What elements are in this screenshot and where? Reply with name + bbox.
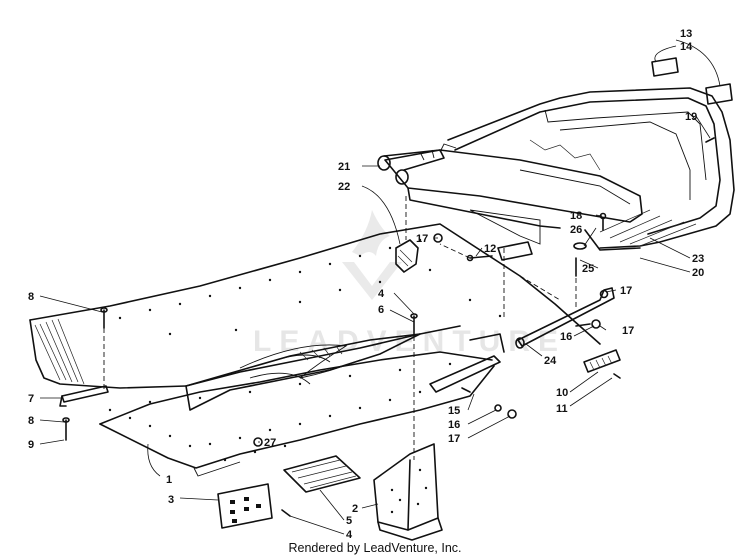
callout-4-lower: 4 [346, 529, 353, 541]
rear-tube [515, 287, 615, 349]
reflector-13-14 [651, 57, 733, 105]
callout-19: 19 [685, 111, 697, 123]
callout-1: 1 [166, 474, 172, 486]
callout-18: 18 [570, 210, 582, 222]
callout-11: 11 [556, 403, 568, 415]
callout-17-upper: 17 [416, 233, 428, 245]
callout-8-lower: 8 [28, 415, 34, 427]
callout-12: 12 [484, 243, 496, 255]
rivet-pattern [108, 238, 502, 462]
alignment-lines [103, 196, 577, 460]
credit-caption: Rendered by LeadVenture, Inc. [288, 541, 462, 555]
callouts: 13 14 19 21 22 18 26 17 12 23 20 25 17 8… [28, 28, 704, 541]
callout-23: 23 [692, 253, 704, 265]
tunnel-decal [185, 333, 421, 411]
callout-6: 6 [378, 304, 384, 316]
callout-15: 15 [448, 405, 460, 417]
leader-lines [39, 39, 721, 535]
callout-25: 25 [582, 263, 594, 275]
callout-7: 7 [28, 393, 34, 405]
callout-22: 22 [338, 181, 350, 193]
tunnel-panel [29, 223, 601, 477]
callout-17-mid: 17 [622, 325, 634, 337]
callout-4-upper: 4 [378, 288, 385, 300]
reflector-10 [583, 349, 621, 373]
callout-8-upper: 8 [28, 291, 34, 303]
callout-16-right: 16 [560, 331, 572, 343]
callout-17-lower: 17 [448, 433, 460, 445]
callout-10: 10 [556, 387, 568, 399]
decal-22 [395, 239, 419, 273]
callout-3: 3 [168, 494, 174, 506]
callout-24: 24 [544, 355, 557, 367]
callout-20: 20 [692, 267, 704, 279]
callout-5: 5 [346, 515, 352, 527]
hitch-frame [384, 139, 643, 245]
hardware [253, 137, 715, 447]
roller-mount [377, 149, 445, 185]
plate-3 [217, 483, 273, 529]
callout-9: 9 [28, 439, 34, 451]
callout-26: 26 [570, 224, 582, 236]
bracket-7 [59, 385, 109, 407]
callout-14: 14 [680, 41, 693, 53]
callout-17-right: 17 [620, 285, 632, 297]
bracket-2 [373, 443, 443, 541]
callout-16-lower: 16 [448, 419, 460, 431]
callout-13: 13 [680, 28, 692, 40]
callout-27: 27 [264, 437, 276, 449]
traction-pad-5 [283, 455, 361, 493]
callout-2: 2 [352, 503, 358, 515]
rivets-8 [62, 307, 108, 441]
callout-21: 21 [338, 161, 350, 173]
